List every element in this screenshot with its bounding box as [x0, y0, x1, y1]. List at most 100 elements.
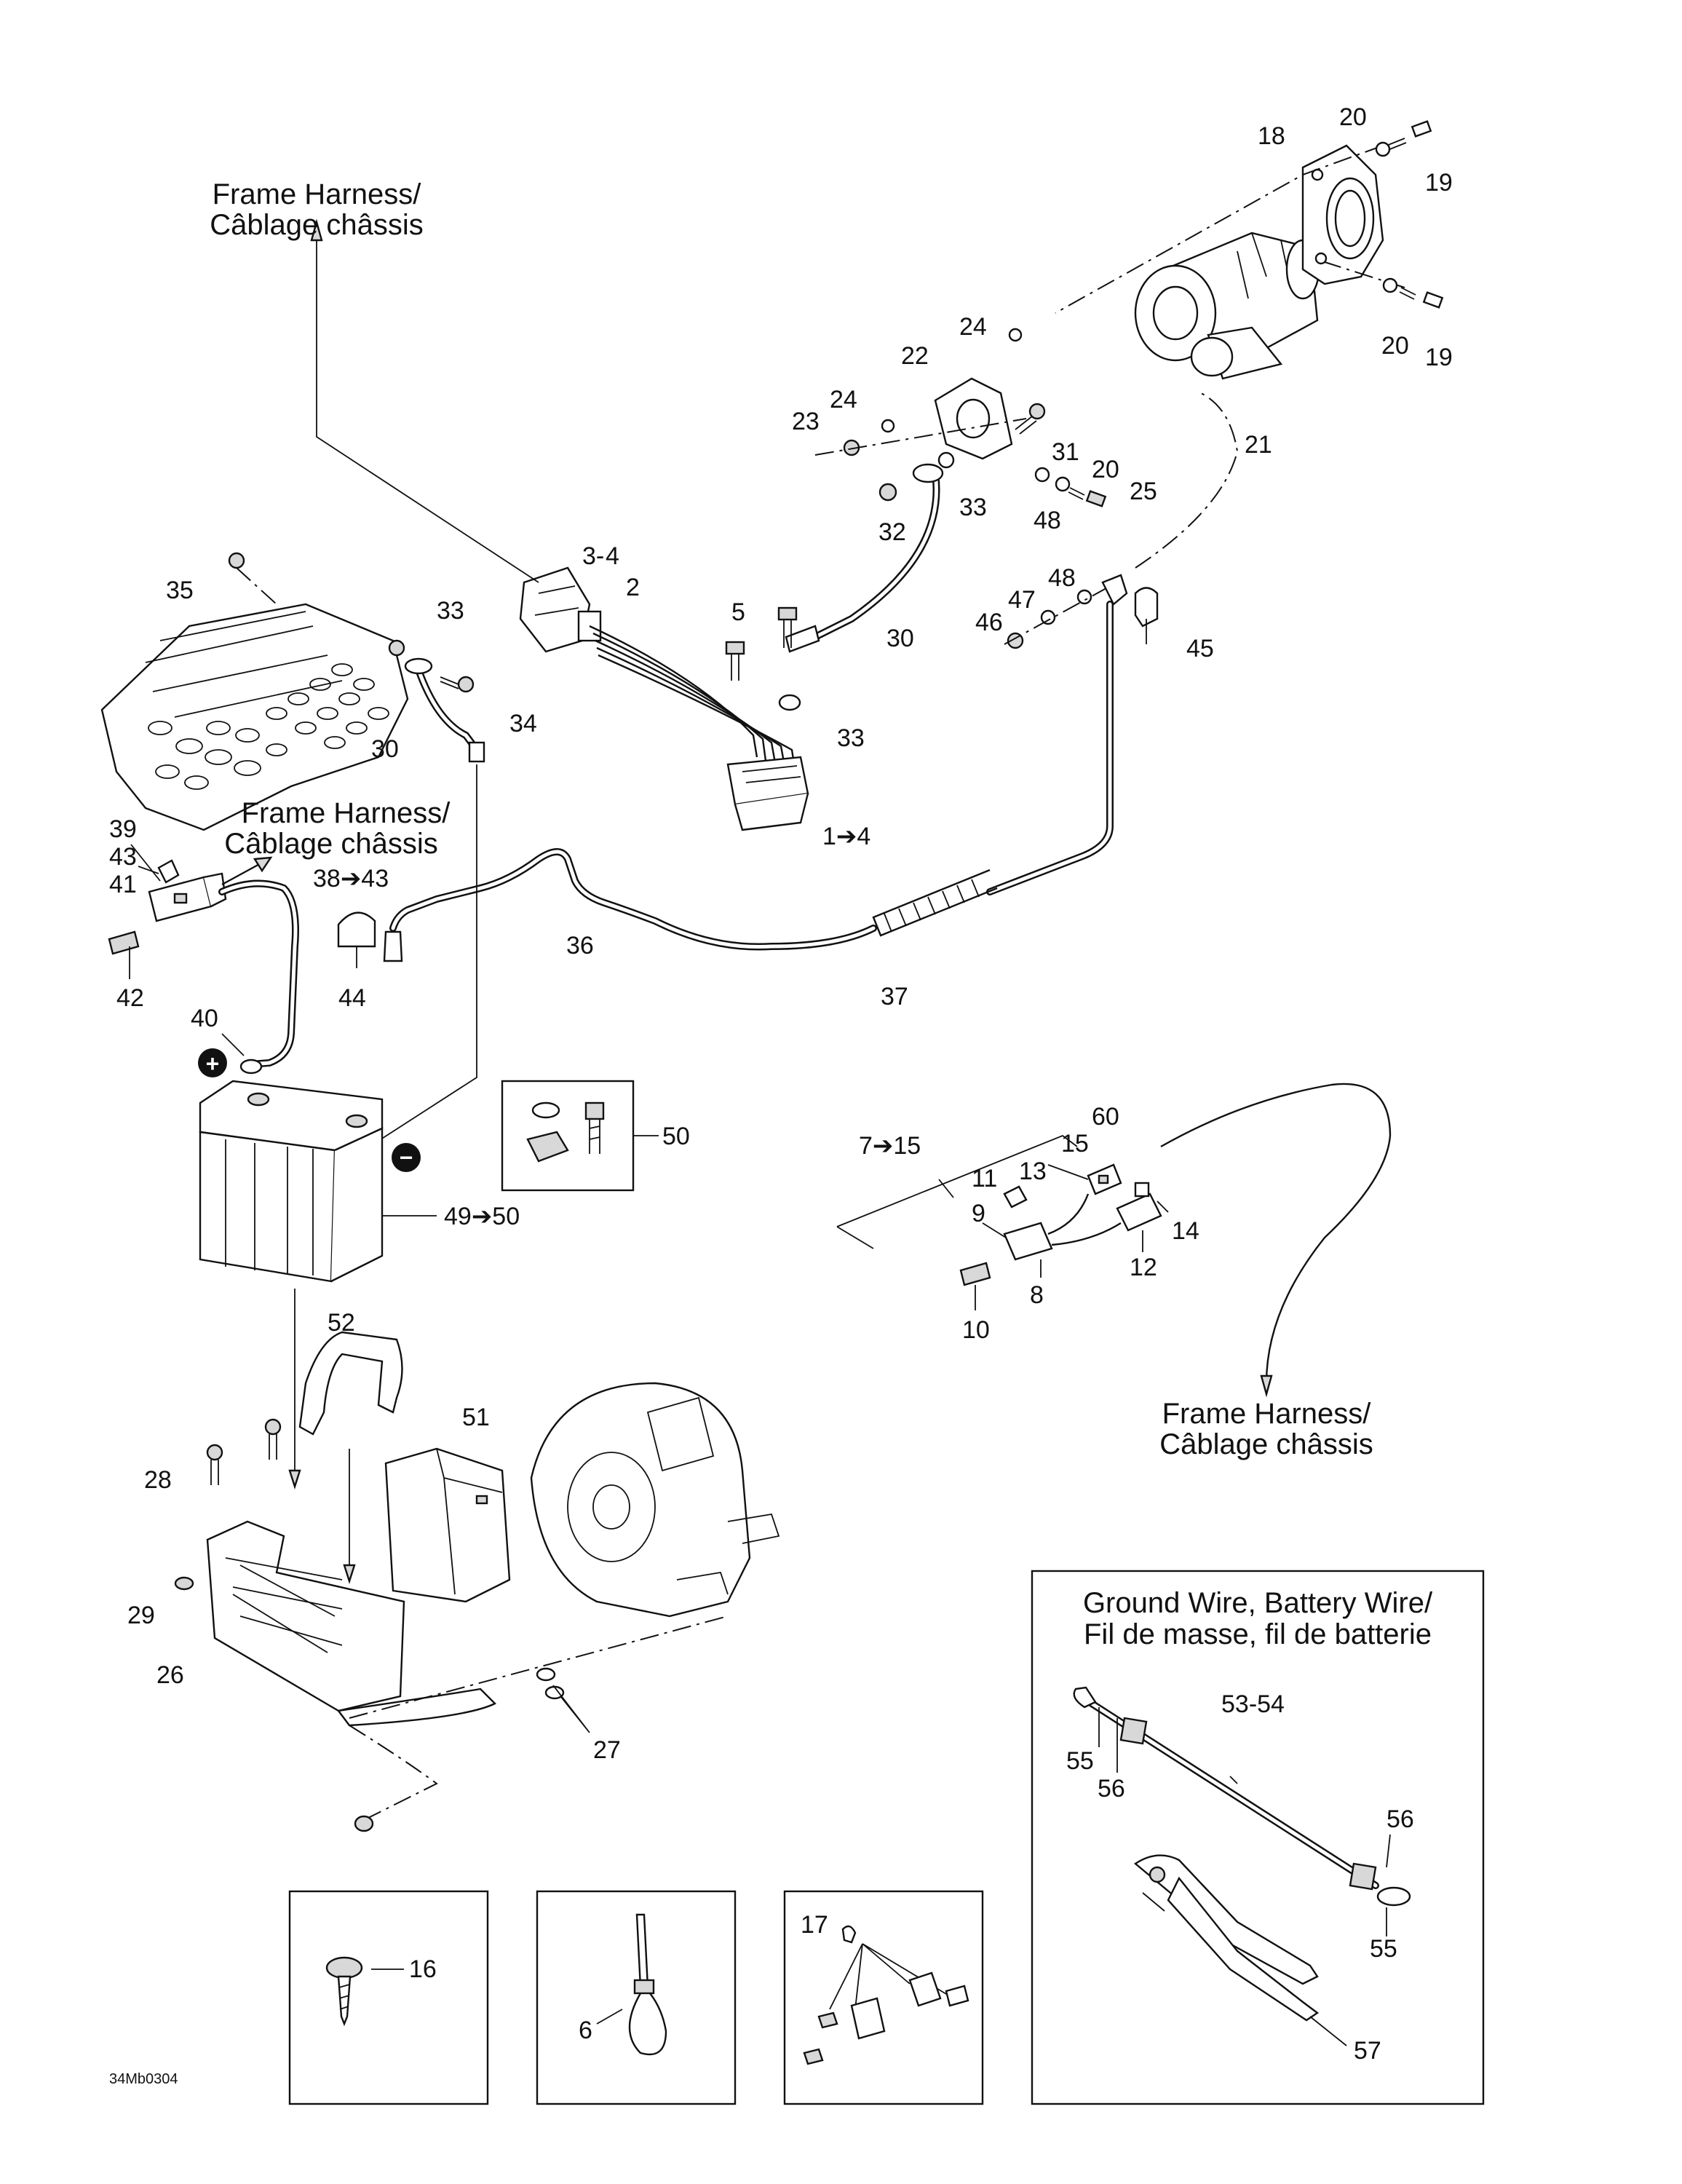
label-24b: 24 — [830, 386, 857, 414]
washer-29 — [174, 1576, 194, 1591]
negative-terminal-symbol: − — [392, 1143, 421, 1172]
hardware-box-17 — [783, 1890, 984, 2105]
frame-harness-arrow-right — [1160, 1083, 1392, 1384]
label-20c: 20 — [1092, 456, 1119, 483]
label-20b: 20 — [1381, 332, 1409, 360]
label-40: 40 — [191, 1005, 218, 1032]
battery-terminal-boot-44 — [337, 911, 376, 968]
label-33a: 33 — [959, 494, 987, 521]
nut-32 — [878, 483, 897, 502]
caption-frame-harness-right-2: Câblage châssis — [1159, 1428, 1373, 1460]
label-28: 28 — [144, 1466, 172, 1494]
positive-terminal-symbol: + — [198, 1048, 227, 1077]
label-7to15: 7➔15 — [859, 1132, 921, 1160]
ground-wire-box — [1031, 1570, 1485, 2105]
starter-bracket — [1301, 144, 1384, 285]
label-42: 42 — [116, 984, 144, 1012]
bolt-19a — [1386, 120, 1432, 151]
fuse-holder-41 — [148, 872, 227, 922]
bolt-19b — [1399, 287, 1444, 309]
connector-15 — [1087, 1163, 1122, 1195]
fuse-cap-11 — [1003, 1185, 1028, 1208]
label-48a: 48 — [1034, 507, 1061, 534]
label-35: 35 — [166, 577, 194, 604]
washer-47 — [1040, 609, 1056, 625]
harness-bundle — [589, 625, 796, 769]
washer-27a — [536, 1667, 556, 1682]
crimp-tool-57 — [1133, 1854, 1320, 2022]
ground-terminal-45 — [1101, 574, 1159, 644]
caption-ground-wire-2: Fil de masse, fil de batterie — [1084, 1618, 1432, 1650]
label-48b: 48 — [1048, 564, 1076, 592]
label-25: 25 — [1130, 478, 1157, 505]
label-57: 57 — [1354, 2037, 1381, 2065]
label-12: 12 — [1130, 1254, 1157, 1281]
label-51: 51 — [462, 1404, 490, 1431]
label-17: 17 — [801, 1911, 828, 1939]
fuse-holder-8 — [1003, 1222, 1053, 1261]
drawing-code: 34Mb0304 — [109, 2071, 178, 2087]
label-14: 14 — [1172, 1217, 1199, 1245]
bolt-5b — [725, 641, 745, 681]
label-11: 11 — [972, 1165, 997, 1192]
bolt-25 — [1068, 487, 1107, 507]
ground-cable-53-54 — [1073, 1686, 1411, 1907]
label-45: 45 — [1186, 635, 1214, 662]
label-33b: 33 — [837, 724, 865, 752]
label-6: 6 — [579, 2017, 592, 2044]
label-3-4: 4 — [606, 542, 619, 570]
caption-frame-harness-top-1: Frame Harness/ — [213, 178, 422, 210]
label-8: 8 — [1030, 1281, 1044, 1309]
bolt-5a — [777, 606, 798, 648]
cable-tie-6 — [628, 1913, 667, 2056]
fuse-cap-43 — [157, 859, 180, 884]
label-44: 44 — [338, 984, 366, 1012]
bolt-28 — [206, 1444, 223, 1485]
ground-cable-30 — [404, 657, 485, 763]
label-19b: 19 — [1425, 344, 1453, 371]
heat-shield-frame — [100, 603, 409, 831]
label-3-4-prefix: 3- — [582, 542, 604, 570]
label-19a: 19 — [1425, 169, 1453, 197]
label-13: 13 — [1019, 1158, 1047, 1185]
washer-48a — [1034, 467, 1050, 483]
label-31: 31 — [1052, 438, 1079, 466]
cable-eye-36 — [383, 930, 403, 962]
label-33c: 33 — [437, 597, 464, 625]
label-9: 9 — [972, 1200, 985, 1227]
label-37: 37 — [881, 983, 908, 1010]
washer-24b — [881, 419, 895, 433]
harness-connector-3-4 — [519, 566, 602, 653]
label-32: 32 — [878, 518, 906, 546]
frame-harness-arrow-mid — [221, 861, 263, 886]
screw-16 — [325, 1956, 363, 2027]
fuse-42 — [108, 930, 140, 955]
nut-tray — [354, 1815, 374, 1832]
label-53to54: 53-54 — [1221, 1690, 1285, 1718]
caption-ground-wire-1: Ground Wire, Battery Wire/ — [1083, 1587, 1433, 1619]
label-29: 29 — [127, 1602, 155, 1629]
label-49to50: 49➔50 — [444, 1203, 520, 1230]
label-38to43: 38➔43 — [313, 865, 389, 893]
label-27: 27 — [593, 1736, 621, 1764]
label-50: 50 — [662, 1123, 690, 1150]
caption-frame-harness-mid-1: Frame Harness/ — [242, 797, 451, 829]
label-55a: 55 — [1066, 1747, 1094, 1775]
battery-strap-52 — [298, 1331, 403, 1436]
washer-20c — [1055, 476, 1071, 492]
fuse-10 — [959, 1262, 991, 1286]
label-36: 36 — [566, 932, 594, 960]
label-15: 15 — [1061, 1130, 1089, 1158]
positive-sign: + — [206, 1051, 220, 1077]
label-41: 41 — [109, 871, 137, 898]
washer-20a — [1375, 141, 1391, 157]
battery-cover-51 — [384, 1447, 511, 1603]
hardware-50 — [526, 1101, 605, 1163]
label-47: 47 — [1008, 586, 1036, 614]
label-30a: 30 — [886, 625, 914, 652]
starter-motor — [1134, 232, 1320, 380]
label-55b: 55 — [1370, 1935, 1397, 1963]
washer-20b — [1382, 277, 1398, 293]
label-22: 22 — [901, 342, 929, 370]
